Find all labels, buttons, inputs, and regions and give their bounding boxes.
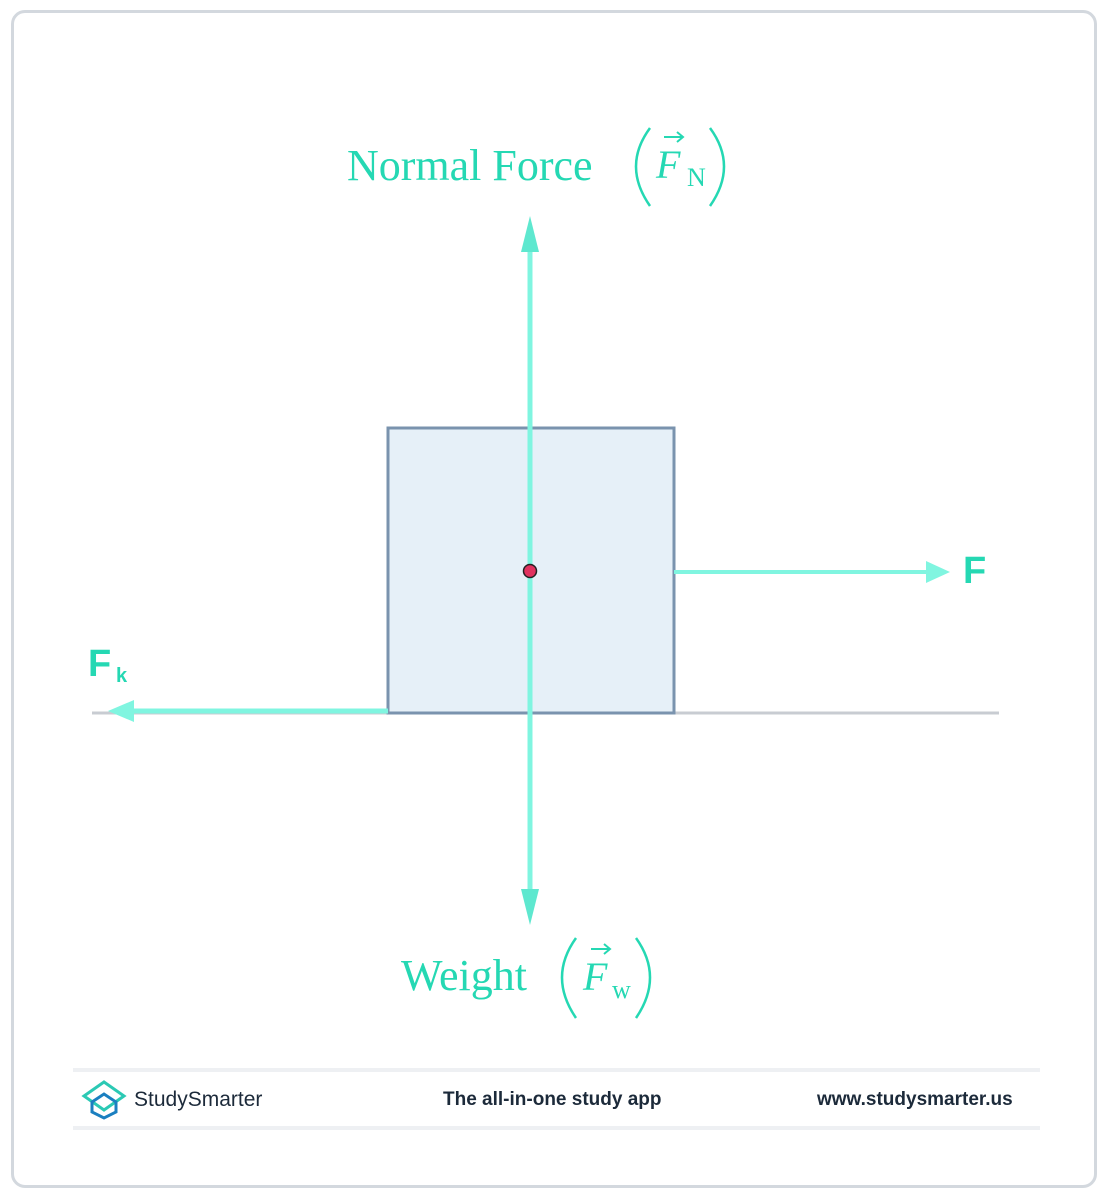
paren-open bbox=[560, 937, 578, 1019]
tagline: The all-in-one study app bbox=[443, 1089, 662, 1110]
normal-force-arrowhead bbox=[521, 216, 539, 252]
vector-arrow-icon bbox=[591, 943, 612, 955]
footer-divider-top bbox=[73, 1068, 1040, 1072]
weight-subscript: w bbox=[612, 975, 631, 1004]
center-of-mass-dot bbox=[522, 563, 538, 579]
card-frame bbox=[11, 10, 1097, 1188]
paren-close bbox=[708, 127, 726, 207]
friction-label: F bbox=[88, 643, 111, 685]
normal-force-symbol: F bbox=[655, 142, 681, 187]
normal-force-subscript: N bbox=[687, 163, 706, 192]
paren-open bbox=[634, 127, 652, 207]
weight-arrowhead bbox=[521, 889, 539, 925]
normal-force-label: Normal Force bbox=[347, 141, 593, 190]
paren-close bbox=[634, 937, 652, 1019]
friction-subscript: k bbox=[116, 665, 128, 687]
friction-arrowhead bbox=[108, 700, 134, 722]
weight-label: Weight bbox=[401, 951, 527, 1000]
footer-divider-bottom bbox=[73, 1126, 1040, 1130]
studysmarter-logo-icon bbox=[81, 1080, 127, 1120]
website-url[interactable]: www.studysmarter.us bbox=[817, 1089, 1013, 1110]
applied-force-arrowhead bbox=[926, 561, 950, 583]
weight-symbol: F bbox=[582, 954, 608, 999]
applied-force-label: F bbox=[963, 550, 986, 592]
vector-arrow-icon bbox=[664, 131, 685, 143]
brand-name: StudySmarter bbox=[134, 1088, 263, 1111]
